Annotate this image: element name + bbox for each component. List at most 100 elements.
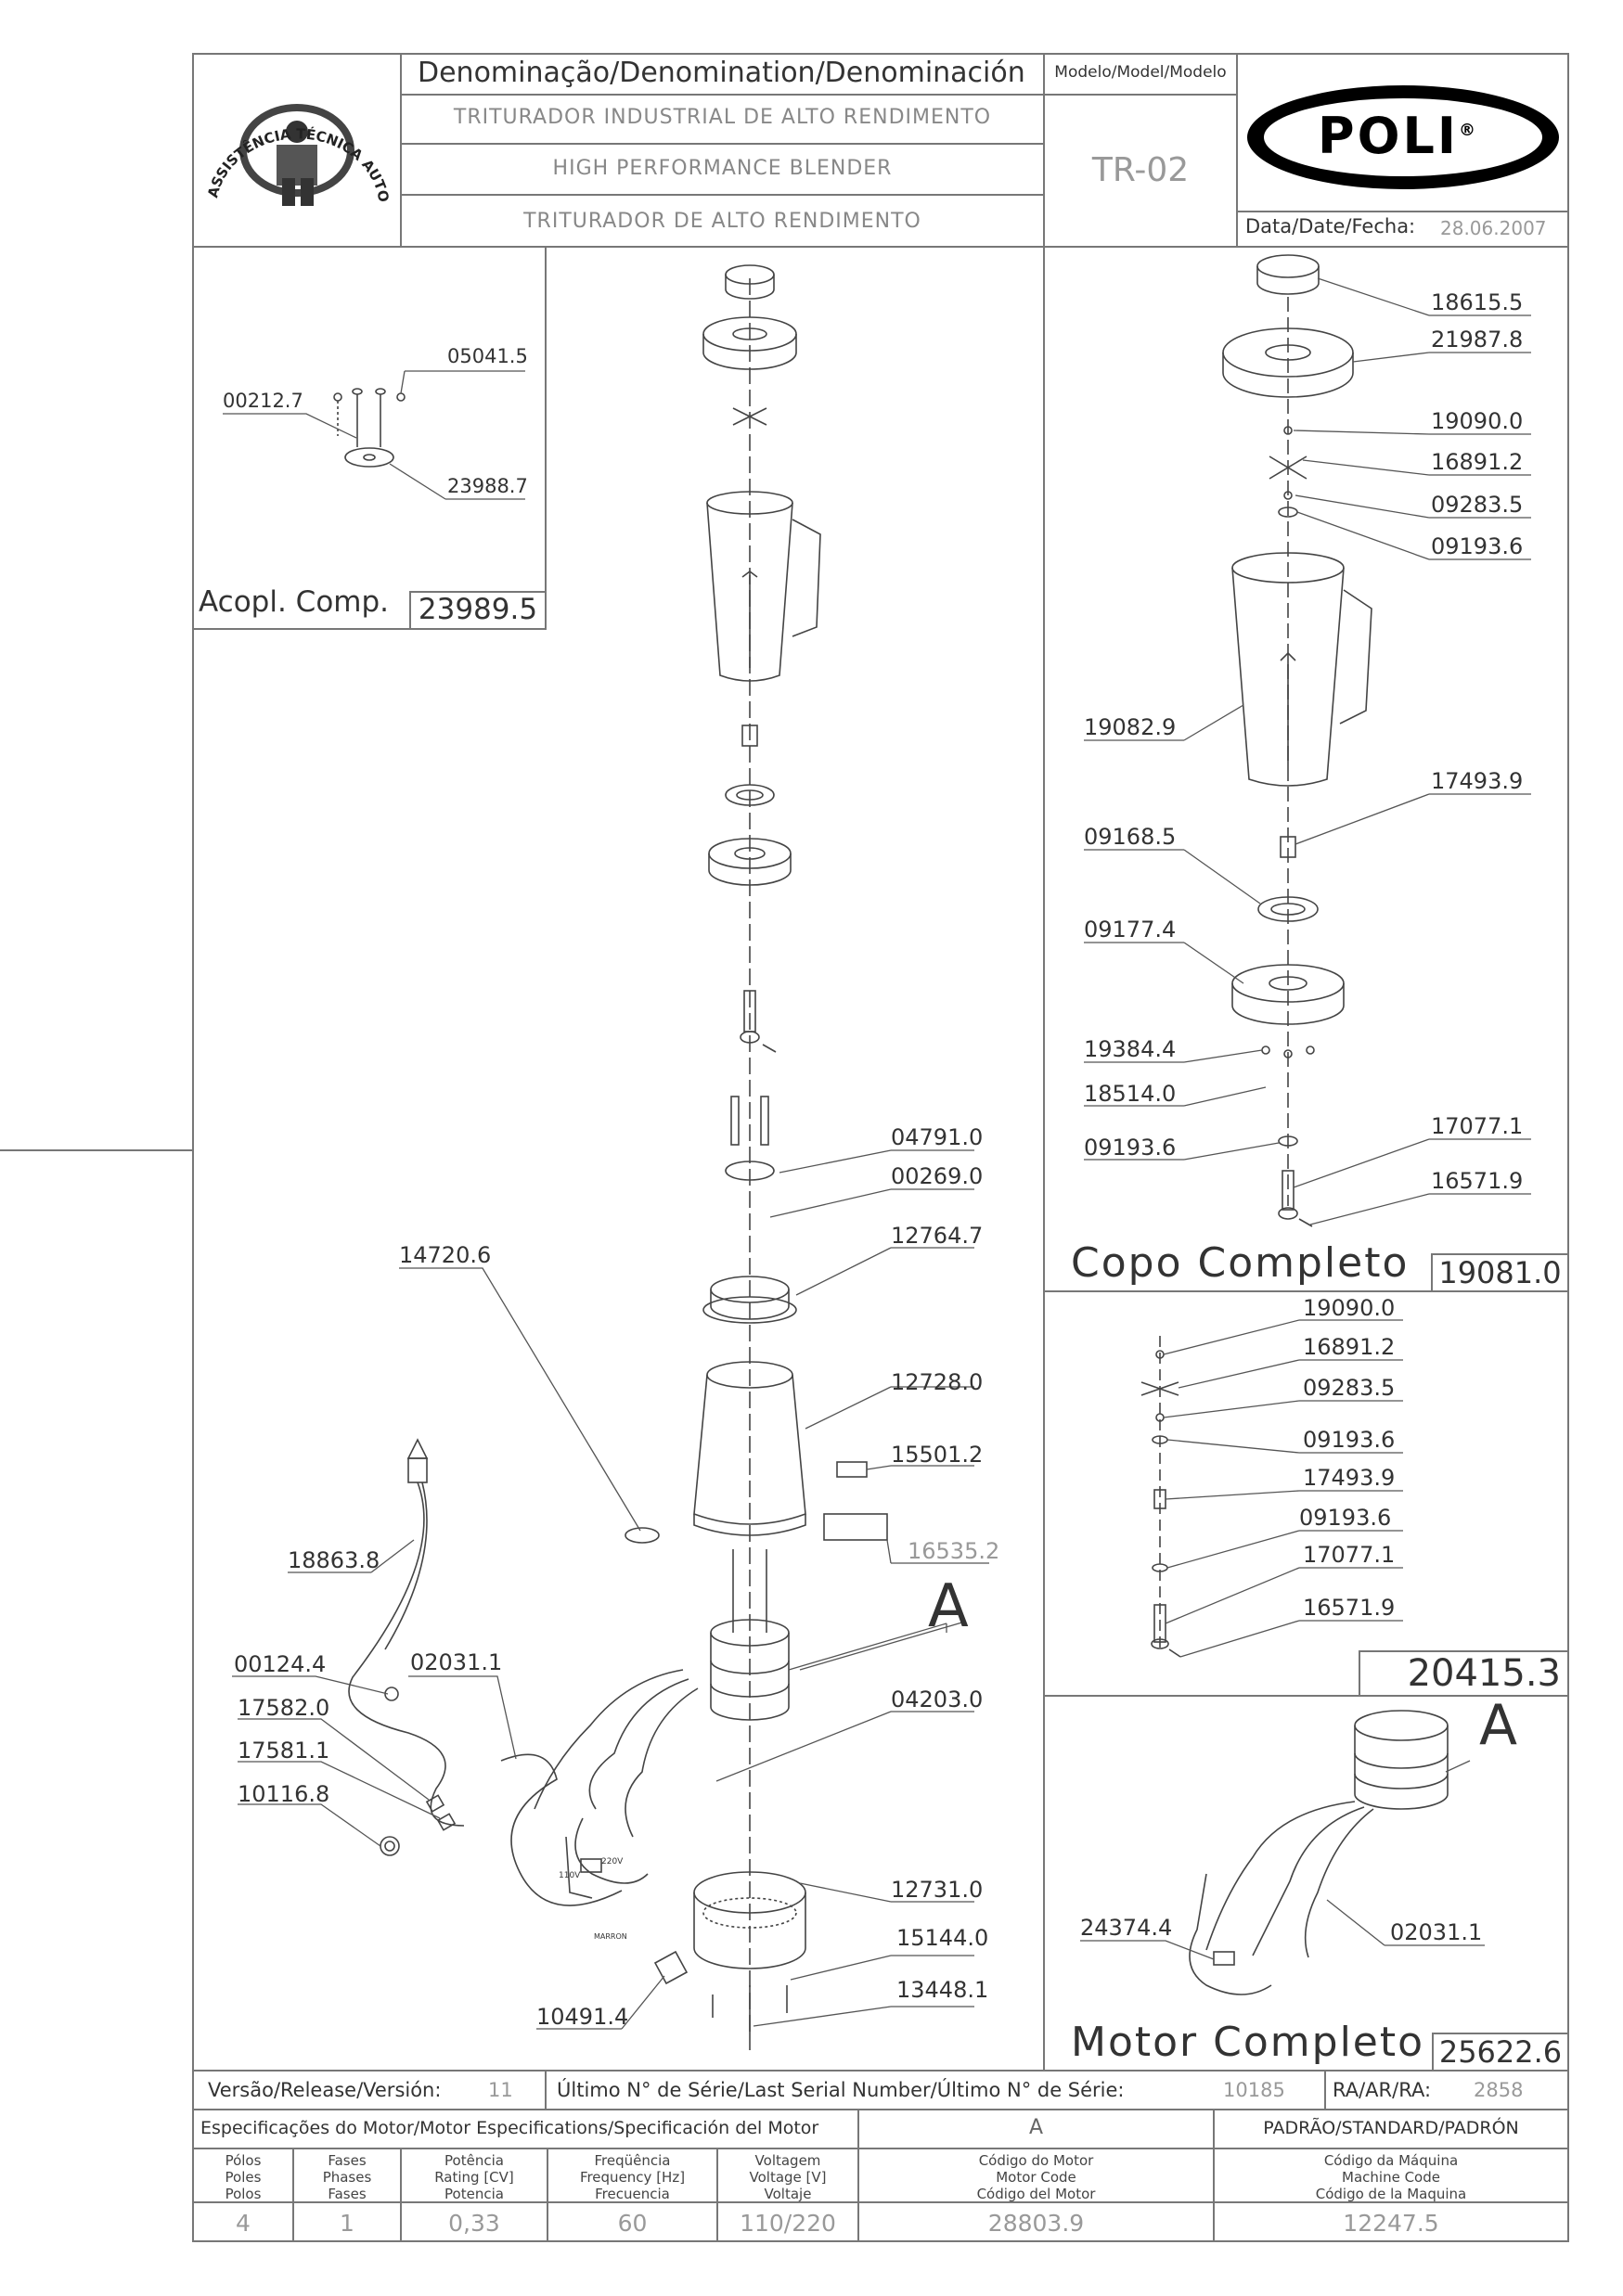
spec-header-l1: Código da Máquina: [1323, 2152, 1459, 2169]
spec-col-motor-code: Código do Motor Motor Code Código del Mo…: [858, 2152, 1214, 2202]
part-13448-1: 13448.1: [896, 1977, 989, 2003]
spec-header-l2: Motor Code: [996, 2169, 1076, 2186]
cup-part-16571-9: 16571.9: [1431, 1168, 1524, 1194]
spec-value-phases: 1: [340, 2210, 354, 2237]
authorized-service-seal: ASSISTÊNCIA TÉCNICA AUTORIZADA: [191, 83, 399, 236]
spec-value-motor-code: 28803.9: [987, 2210, 1085, 2237]
part-05041-5: 05041.5: [447, 345, 528, 367]
wire-label-110v: 110V: [559, 1871, 581, 1880]
coupling-code: 23989.5: [418, 593, 538, 626]
spec-header-l2: Rating [CV]: [434, 2169, 514, 2186]
motor-spec-code: A: [1028, 2116, 1044, 2139]
spec-col-voltage: Voltagem Voltage [V] Voltaje: [717, 2152, 858, 2202]
spec-header-l3: Fases: [328, 2186, 367, 2202]
spec-col-phases: Fases Phases Fases: [293, 2152, 401, 2202]
spec-header-l2: Phases: [322, 2169, 372, 2186]
spec-header-l3: Potencia: [444, 2186, 504, 2202]
part-00212-7: 00212.7: [223, 390, 303, 412]
cup-part-09193-6b: 09193.6: [1084, 1135, 1177, 1161]
svg-text:ASSISTÊNCIA TÉCNICA AUTORIZADA: ASSISTÊNCIA TÉCNICA AUTORIZADA: [197, 96, 393, 203]
part-00269-0: 00269.0: [891, 1163, 984, 1189]
registered-mark: ®: [1458, 121, 1478, 140]
ra-label: RA/AR/RA:: [1333, 2079, 1432, 2101]
part-17582-0: 17582.0: [238, 1695, 330, 1721]
part-12764-7: 12764.7: [891, 1223, 984, 1249]
spec-value-machine-code: 12247.5: [1343, 2210, 1439, 2237]
spec-header-l3: Código del Motor: [976, 2186, 1096, 2202]
seal-text-arc: ASSISTÊNCIA TÉCNICA AUTORIZADA: [191, 83, 393, 203]
coupling-label: Acopl. Comp.: [199, 585, 390, 619]
product-name-en: HIGH PERFORMANCE BLENDER: [552, 157, 893, 180]
model-label: Modelo/Model/Modelo: [1054, 63, 1227, 82]
part-10116-8: 10116.8: [238, 1781, 330, 1807]
spec-header-l1: Potência: [444, 2152, 504, 2169]
spec-value-voltage: 110/220: [740, 2210, 836, 2237]
cup-part-16891-2: 16891.2: [1431, 449, 1524, 475]
part-12731-0: 12731.0: [891, 1877, 984, 1903]
spec-col-frequency: Freqüência Frequency [Hz] Frecuencia: [547, 2152, 717, 2202]
motor-detail-a-marker: A: [1479, 1693, 1518, 1758]
blade-set-code: 20415.3: [1407, 1652, 1561, 1695]
blade-part-09193-6: 09193.6: [1303, 1427, 1396, 1453]
cup-part-09193-6: 09193.6: [1431, 533, 1524, 559]
part-18863-8: 18863.8: [288, 1547, 380, 1573]
spec-header-l2: Poles: [225, 2169, 262, 2186]
part-14720-6: 14720.6: [399, 1242, 492, 1268]
blade-part-09193-6b: 09193.6: [1299, 1505, 1392, 1531]
spec-header-l1: Voltagem: [754, 2152, 821, 2169]
motor-part-02031-1: 02031.1: [1390, 1919, 1483, 1945]
version-label: Versão/Release/Versión:: [208, 2079, 442, 2101]
part-23988-7: 23988.7: [447, 475, 528, 497]
blade-part-19090-0: 19090.0: [1303, 1295, 1396, 1321]
product-name-es: TRITURADOR DE ALTO RENDIMENTO: [523, 210, 921, 233]
cup-part-09177-4: 09177.4: [1084, 917, 1177, 943]
cup-complete-code: 19081.0: [1438, 1255, 1562, 1290]
cup-part-19384-4: 19384.4: [1084, 1036, 1177, 1062]
cup-part-17493-9: 17493.9: [1431, 768, 1524, 794]
blade-part-16571-9: 16571.9: [1303, 1595, 1396, 1621]
part-04203-0: 04203.0: [891, 1687, 984, 1712]
spec-header-l1: Código do Motor: [978, 2152, 1094, 2169]
motor-complete-label: Motor Completo: [1071, 2019, 1425, 2066]
blade-part-17077-1: 17077.1: [1303, 1542, 1396, 1568]
spec-header-l1: Pólos: [225, 2152, 262, 2169]
spec-col-poles: Pólos Poles Polos: [193, 2152, 293, 2202]
product-name-pt: TRITURADOR INDUSTRIAL DE ALTO RENDIMENTO: [453, 106, 992, 129]
ra-value: 2858: [1474, 2079, 1524, 2101]
spec-col-rating: Potência Rating [CV] Potencia: [401, 2152, 547, 2202]
spec-header-l3: Voltaje: [764, 2186, 812, 2202]
spec-header-l3: Polos: [225, 2186, 262, 2202]
motor-spec-label: Especificações do Motor/Motor Especifica…: [200, 2118, 819, 2138]
part-02031-1: 02031.1: [410, 1649, 503, 1675]
spec-header-l3: Frecuencia: [595, 2186, 670, 2202]
cup-part-18514-0: 18514.0: [1084, 1081, 1177, 1107]
part-00124-4: 00124.4: [234, 1651, 327, 1677]
blade-part-16891-2: 16891.2: [1303, 1334, 1396, 1360]
spec-header-l3: Código de la Maquina: [1315, 2186, 1467, 2202]
wire-label-220v: 220V: [601, 1857, 624, 1866]
version-value: 11: [488, 2079, 513, 2101]
spec-header-l2: Machine Code: [1342, 2169, 1440, 2186]
cup-part-17077-1: 17077.1: [1431, 1113, 1524, 1139]
spec-header-l1: Freqüência: [594, 2152, 671, 2169]
part-10491-4: 10491.4: [536, 2004, 629, 2030]
part-15501-2: 15501.2: [891, 1442, 984, 1468]
serial-value: 10185: [1223, 2079, 1285, 2101]
cup-part-19082-9: 19082.9: [1084, 714, 1177, 740]
date-label: Data/Date/Fecha:: [1245, 215, 1416, 237]
part-12728-0: 12728.0: [891, 1369, 984, 1395]
cup-complete-label: Copo Completo: [1071, 1239, 1410, 1287]
motor-part-24374-4: 24374.4: [1080, 1915, 1173, 1941]
spec-value-poles: 4: [236, 2210, 251, 2237]
detail-a-marker: A: [928, 1572, 969, 1641]
blade-part-17493-9: 17493.9: [1303, 1465, 1396, 1491]
spec-value-frequency: 60: [617, 2210, 648, 2237]
spec-header-l2: Voltage [V]: [749, 2169, 827, 2186]
cup-part-09168-5: 09168.5: [1084, 824, 1177, 850]
spec-value-rating: 0,33: [448, 2210, 500, 2237]
motor-complete-code: 25622.6: [1438, 2034, 1563, 2070]
standard-label: PADRÃO/STANDARD/PADRÓN: [1263, 2118, 1519, 2138]
denomination-label: Denominação/Denomination/Denominación: [418, 57, 1025, 89]
part-04791-0: 04791.0: [891, 1124, 984, 1150]
